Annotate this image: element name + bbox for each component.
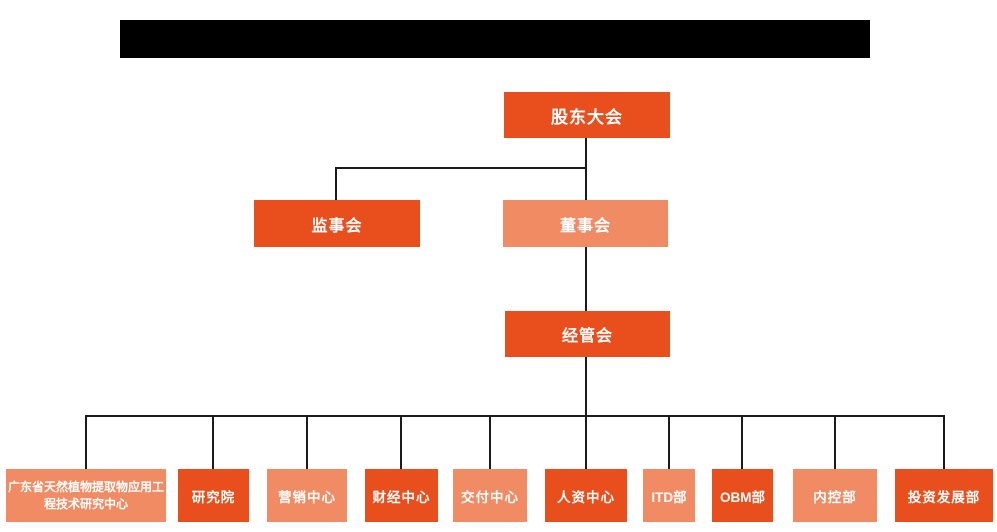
connector-to-supervisory: [335, 167, 337, 200]
node-supervisory-board-label: 监事会: [311, 217, 363, 235]
node-dept-itd-label: ITD部: [651, 489, 687, 505]
connector-drop-dept-4: [489, 415, 491, 469]
node-management-committee-label: 经管会: [561, 328, 613, 345]
connector-management-to-depts: [585, 357, 587, 469]
node-dept-research-center-label: 广东省天然植物提取物应用工程技术研究中心: [8, 480, 165, 511]
node-dept-hr-center: 人资中心: [545, 469, 627, 522]
node-dept-marketing-center-label: 营销中心: [278, 489, 336, 505]
connector-board-to-management: [585, 247, 587, 311]
connector-drop-dept-8: [834, 415, 836, 469]
connector-drop-dept-3: [400, 415, 402, 469]
node-dept-obm: OBM部: [712, 469, 773, 522]
node-board-of-directors: 董事会: [503, 200, 668, 247]
node-dept-hr-center-label: 人资中心: [557, 489, 615, 505]
connector-departments-horizontal: [86, 415, 945, 417]
node-supervisory-board: 监事会: [254, 200, 420, 247]
node-dept-internal-control-label: 内控部: [813, 489, 857, 505]
connector-drop-dept-7: [741, 415, 743, 469]
connector-drop-dept-0: [85, 415, 87, 469]
node-dept-investment-development-label: 投资发展部: [907, 489, 981, 505]
node-dept-finance-center-label: 财经中心: [372, 489, 431, 505]
node-management-committee: 经管会: [505, 311, 670, 357]
connector-root-to-board: [585, 138, 587, 200]
connector-drop-dept-9: [943, 415, 945, 469]
node-dept-internal-control: 内控部: [793, 469, 877, 522]
node-dept-research-center: 广东省天然植物提取物应用工程技术研究中心: [6, 469, 166, 522]
redacted-title-banner: [120, 20, 870, 58]
connector-drop-dept-6: [668, 415, 670, 469]
connector-drop-dept-2: [306, 415, 308, 469]
node-dept-marketing-center: 营销中心: [267, 469, 347, 522]
connector-drop-dept-1: [212, 415, 214, 469]
node-dept-delivery-center: 交付中心: [453, 469, 527, 522]
node-dept-obm-label: OBM部: [720, 489, 765, 505]
node-dept-finance-center: 财经中心: [365, 469, 438, 522]
node-shareholders-meeting-label: 股东大会: [551, 107, 623, 127]
node-dept-itd: ITD部: [643, 469, 695, 522]
node-board-of-directors-label: 董事会: [559, 217, 611, 235]
node-dept-research-institute: 研究院: [178, 469, 249, 522]
node-dept-investment-development: 投资发展部: [895, 469, 993, 522]
node-dept-delivery-center-label: 交付中心: [461, 489, 519, 505]
node-shareholders-meeting: 股东大会: [504, 92, 670, 138]
connector-branch-horizontal: [335, 167, 587, 169]
node-dept-research-institute-label: 研究院: [191, 489, 236, 505]
